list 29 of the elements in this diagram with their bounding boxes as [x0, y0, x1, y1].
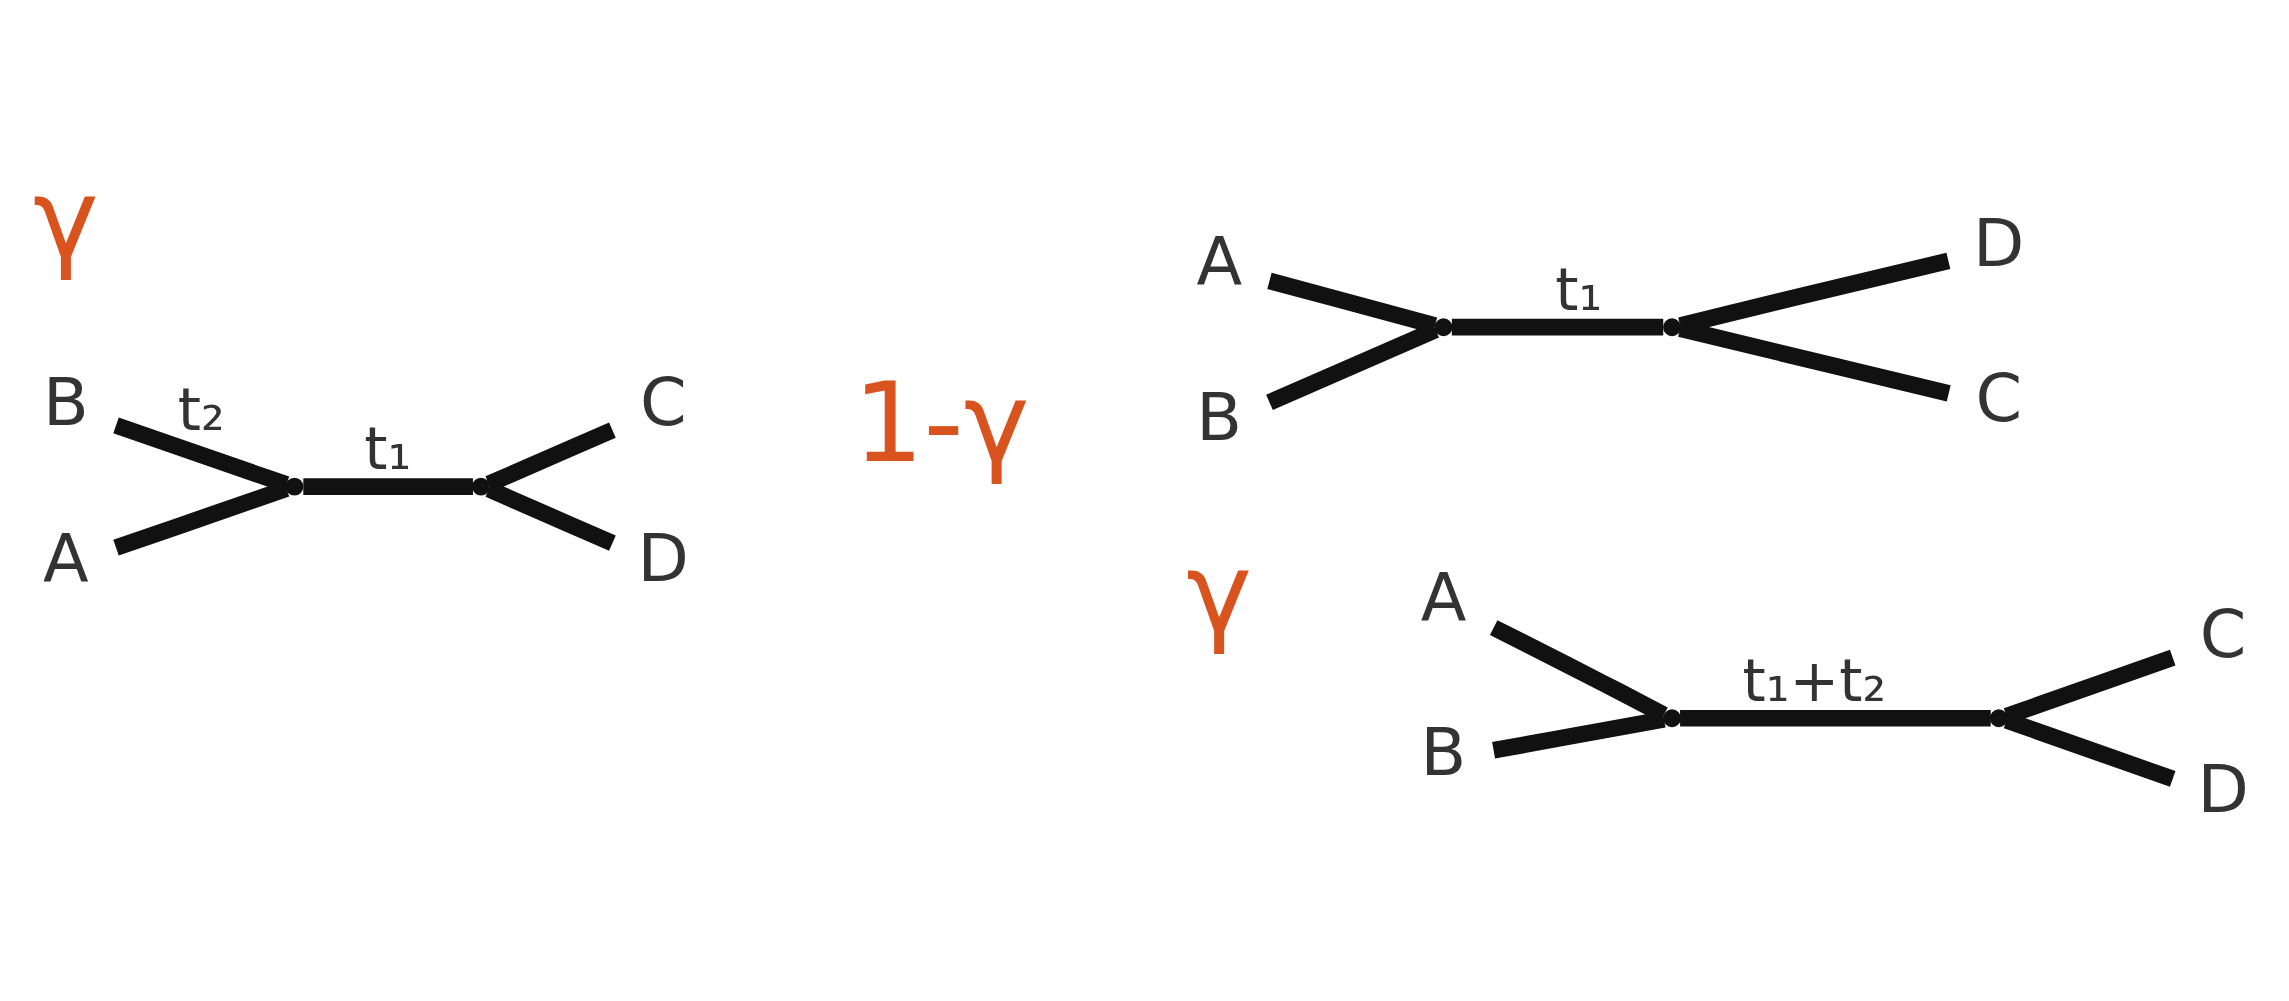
- connector: [1492, 711, 1666, 759]
- edge-label: t₁+t₂: [1742, 645, 1887, 715]
- node-text: A: [43, 518, 89, 597]
- connector: [303, 478, 473, 495]
- node-text: D: [1973, 203, 2025, 282]
- node-text: D: [2197, 750, 2249, 829]
- node-text: B: [43, 363, 89, 442]
- node-point: [1434, 318, 1453, 337]
- node-text: B: [1420, 713, 1467, 792]
- label: γ: [33, 153, 99, 283]
- node-point: [1663, 318, 1681, 337]
- node-text: C: [1975, 359, 2023, 438]
- connector: [1451, 318, 1664, 336]
- edge-label: t₁: [364, 414, 412, 484]
- edge-label: t₁: [1555, 254, 1603, 324]
- node-point: [285, 477, 304, 496]
- node-text: D: [637, 518, 689, 597]
- node-point: [472, 477, 490, 496]
- node-text: C: [2199, 594, 2247, 673]
- node-text: C: [639, 363, 687, 442]
- node-text: B: [1196, 377, 1243, 456]
- node-text: A: [1420, 557, 1467, 636]
- node-point: [1989, 709, 2008, 728]
- node-point: [1663, 709, 1681, 728]
- connector: [1680, 709, 1991, 727]
- label: γ: [1186, 528, 1253, 658]
- node-text: A: [1196, 222, 1243, 301]
- label: 1-γ: [852, 357, 1030, 487]
- edge-label: t₂: [177, 375, 225, 445]
